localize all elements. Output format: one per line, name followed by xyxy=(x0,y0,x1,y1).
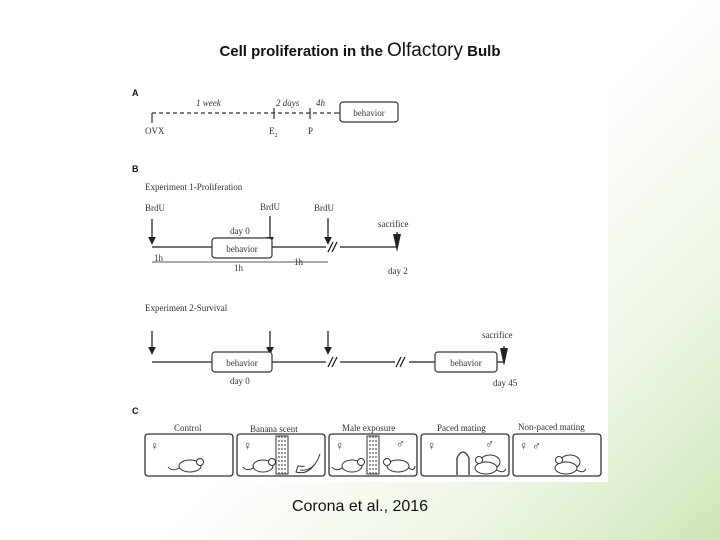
condition-paced-mating: Paced mating xyxy=(437,423,486,433)
exp2-sacrifice: sacrifice xyxy=(482,330,512,340)
event-e2: E2 xyxy=(269,126,278,139)
title-main: Cell proliferation in the xyxy=(219,43,387,60)
exp1-brdu-3: BrdU xyxy=(314,203,335,213)
mesh-divider-banana xyxy=(275,435,289,475)
exp1-brdu-2: BrdU xyxy=(260,202,281,212)
mesh-divider-male xyxy=(366,435,380,475)
exp1-sacrifice: sacrifice xyxy=(378,219,408,229)
condition-banana-scent: Banana scent xyxy=(250,424,298,434)
exp2-day0: day 0 xyxy=(230,376,250,386)
panel-a-label: A xyxy=(132,88,139,98)
exp1-behavior-label: behavior xyxy=(226,244,258,254)
event-p: P xyxy=(308,126,313,136)
exp1-sacrifice-marker xyxy=(393,234,401,252)
exp1-day-end: day 2 xyxy=(388,266,408,276)
male-symbol-male-exposure: ♂ xyxy=(396,437,405,451)
exp2-day-end: day 45 xyxy=(493,378,518,388)
title-emphasis: Olfactory xyxy=(386,40,464,61)
condition-non-paced-mating: Non-paced mating xyxy=(518,422,585,432)
panel-a-behavior-box xyxy=(339,101,399,123)
condition-control: Control xyxy=(174,423,202,433)
male-symbol-paced: ♂ xyxy=(485,437,494,451)
exp1-interval-3: 1h xyxy=(294,257,304,267)
exp1-day0: day 0 xyxy=(230,226,250,236)
exp2-behavior-box-1 xyxy=(211,351,273,373)
exp2-behavior-label-1: behavior xyxy=(226,358,258,368)
exp1-interval-1: 1h xyxy=(154,253,164,263)
panel-b-label: B xyxy=(132,164,139,174)
slide-title: Cell proliferation in the Olfactory Bulb xyxy=(0,40,720,62)
rat-icon-paced-pair xyxy=(474,454,507,475)
rat-icon-male-exposure-male xyxy=(383,458,416,473)
rat-icon-banana xyxy=(242,458,276,473)
duration-1-week: 1 week xyxy=(196,98,222,108)
female-symbol-control: ♀ xyxy=(150,439,159,453)
exp1-timeline xyxy=(148,216,398,263)
duration-4h: 4h xyxy=(316,98,326,108)
panel-a-behavior-label: behavior xyxy=(353,108,385,118)
exp1-title: Experiment 1-Proliferation xyxy=(145,182,243,192)
rat-icon-control xyxy=(167,458,204,473)
exp1-brdu-1: BrdU xyxy=(145,203,166,213)
female-symbol-male-exposure: ♀ xyxy=(335,439,344,453)
exp2-sacrifice-marker xyxy=(500,348,508,366)
rat-icon-male-exposure-female xyxy=(331,458,365,473)
title-tail: Bulb xyxy=(463,43,501,60)
exp1-behavior-box xyxy=(211,237,273,259)
paced-mating-divider xyxy=(456,451,470,475)
exp1-interval-2: 1h xyxy=(234,263,244,273)
panel-a-timeline xyxy=(151,108,340,123)
event-ovx: OVX xyxy=(145,126,165,136)
condition-male-exposure: Male exposure xyxy=(342,423,395,433)
exp2-title: Experiment 2-Survival xyxy=(145,303,228,313)
experimental-design-figure: A 1 week 2 days 4h OVX E2 P behavior B E… xyxy=(130,86,608,482)
female-symbol-banana: ♀ xyxy=(243,439,252,453)
rat-icon-non-paced-pair xyxy=(554,454,587,475)
panel-c-label: C xyxy=(132,406,139,416)
male-symbol-non-paced: ♂ xyxy=(532,439,541,453)
cage-control xyxy=(144,433,234,477)
citation: Corona et al., 2016 xyxy=(291,498,429,515)
exp2-behavior-label-2: behavior xyxy=(450,358,482,368)
exp2-behavior-box-2 xyxy=(434,351,498,373)
duration-2-days: 2 days xyxy=(276,98,300,108)
female-symbol-paced: ♀ xyxy=(427,439,436,453)
female-symbol-non-paced: ♀ xyxy=(519,439,528,453)
banana-icon xyxy=(295,453,321,474)
